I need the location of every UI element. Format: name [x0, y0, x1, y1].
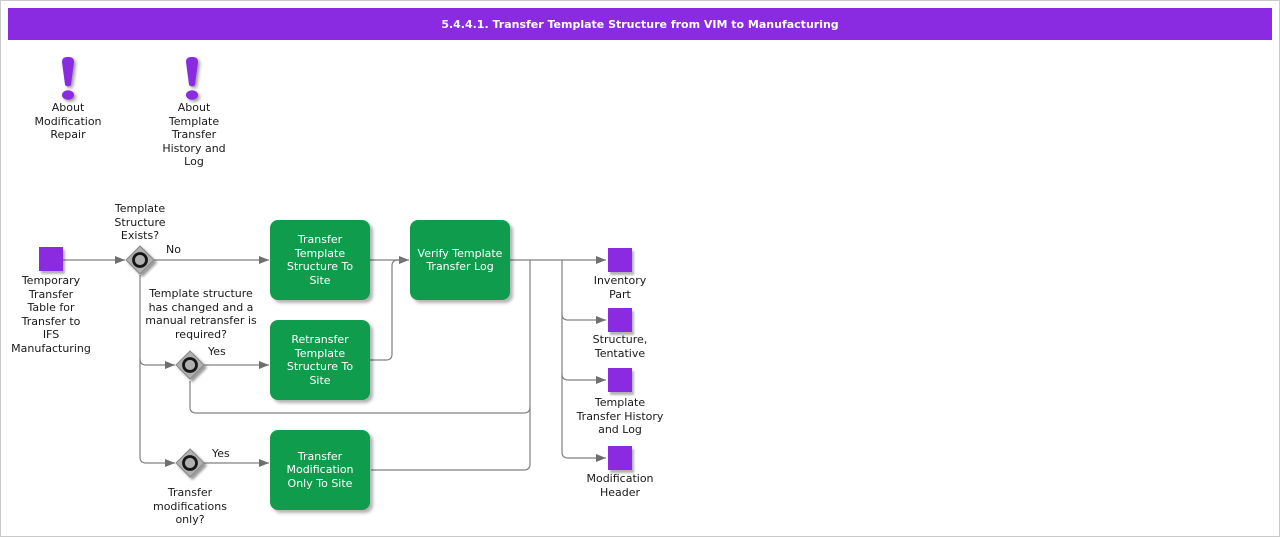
task-verify-template-transfer-log[interactable]: Verify Template Transfer Log [410, 220, 510, 300]
output-label-template-transfer-history-and-log: Template Transfer History and Log [576, 396, 664, 436]
info-link-modification-repair-label[interactable]: About Modification Repair [34, 101, 102, 141]
exclamation-icon [186, 57, 198, 100]
decision-label-template-structure-exists: Template Structure Exists? [114, 202, 166, 242]
task-transfer-modification-only-to-site[interactable]: Transfer Modification Only To Site [270, 430, 370, 510]
gateway-manual-retransfer-required [175, 350, 205, 380]
info-link-modification-repair[interactable] [57, 56, 79, 104]
task-retransfer-template-structure-to-site[interactable]: Retransfer Template Structure To Site [270, 320, 370, 400]
gateway-template-structure-exists [125, 245, 155, 275]
output-node-template-transfer-history-and-log[interactable] [608, 368, 632, 392]
info-link-template-transfer-history-label[interactable]: About Template Transfer History and Log [162, 101, 226, 168]
branch-label-no: No [166, 243, 181, 256]
branch-label-yes-retransfer: Yes [208, 345, 226, 358]
output-node-structure-tentative[interactable] [608, 308, 632, 332]
output-node-inventory-part[interactable] [608, 248, 632, 272]
output-label-modification-header: Modification Header [586, 472, 654, 499]
decision-label-manual-retransfer-required: Template structure has changed and a man… [145, 287, 257, 341]
info-link-template-transfer-history[interactable] [181, 56, 203, 104]
exclamation-icon [62, 57, 74, 100]
decision-label-transfer-modifications-only: Transfer modifications only? [152, 486, 227, 526]
output-node-modification-header[interactable] [608, 446, 632, 470]
branch-label-yes-modifications: Yes [212, 447, 230, 460]
task-transfer-template-structure-to-site[interactable]: Transfer Template Structure To Site [270, 220, 370, 300]
start-node-label: Temporary Transfer Table for Transfer to… [11, 274, 91, 355]
page-title: 5.4.4.1. Transfer Template Structure fro… [8, 8, 1272, 40]
output-label-inventory-part: Inventory Part [593, 274, 647, 301]
flow-edges [63, 256, 606, 471]
gateway-transfer-modifications-only [175, 448, 205, 478]
start-node-temporary-transfer-table[interactable] [39, 247, 63, 271]
output-label-structure-tentative: Structure, Tentative [592, 333, 648, 360]
